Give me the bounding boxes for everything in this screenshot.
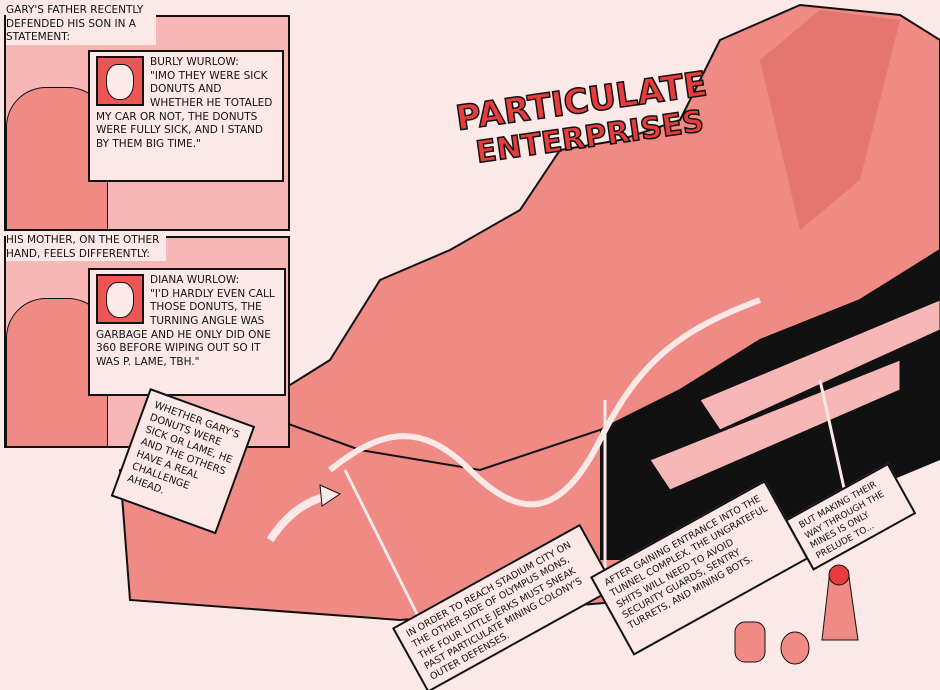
mountain-shadow xyxy=(760,10,900,230)
dog xyxy=(780,631,810,665)
mining-bot xyxy=(734,621,766,663)
burly-wurlow-portrait xyxy=(96,56,144,106)
character-head xyxy=(828,564,850,586)
pointer-line xyxy=(343,469,422,621)
quote-text: "I'd hardly even call those donuts, the … xyxy=(96,287,275,368)
diana-wurlow-portrait xyxy=(96,274,144,324)
tunnel-blocks xyxy=(649,359,901,491)
quote-text: "IMO they were sick donuts and whether h… xyxy=(96,69,273,150)
panel-2-quote-box: Diana Wurlow: "I'd hardly even call thos… xyxy=(88,268,286,396)
speaker-name: Diana Wurlow: xyxy=(150,274,240,286)
panel-2-caption: His mother, on the other hand, feels dif… xyxy=(6,234,166,262)
panel-1-quote-box: Burly Wurlow: "IMO they were sick donuts… xyxy=(88,50,284,182)
tunnel-blocks xyxy=(699,299,940,431)
panel-1-caption: Gary's father recently defended his son … xyxy=(6,4,156,45)
mountain xyxy=(247,3,940,472)
arrow-head xyxy=(319,484,342,507)
speaker-name: Burly Wurlow: xyxy=(150,56,239,68)
road xyxy=(328,297,762,508)
